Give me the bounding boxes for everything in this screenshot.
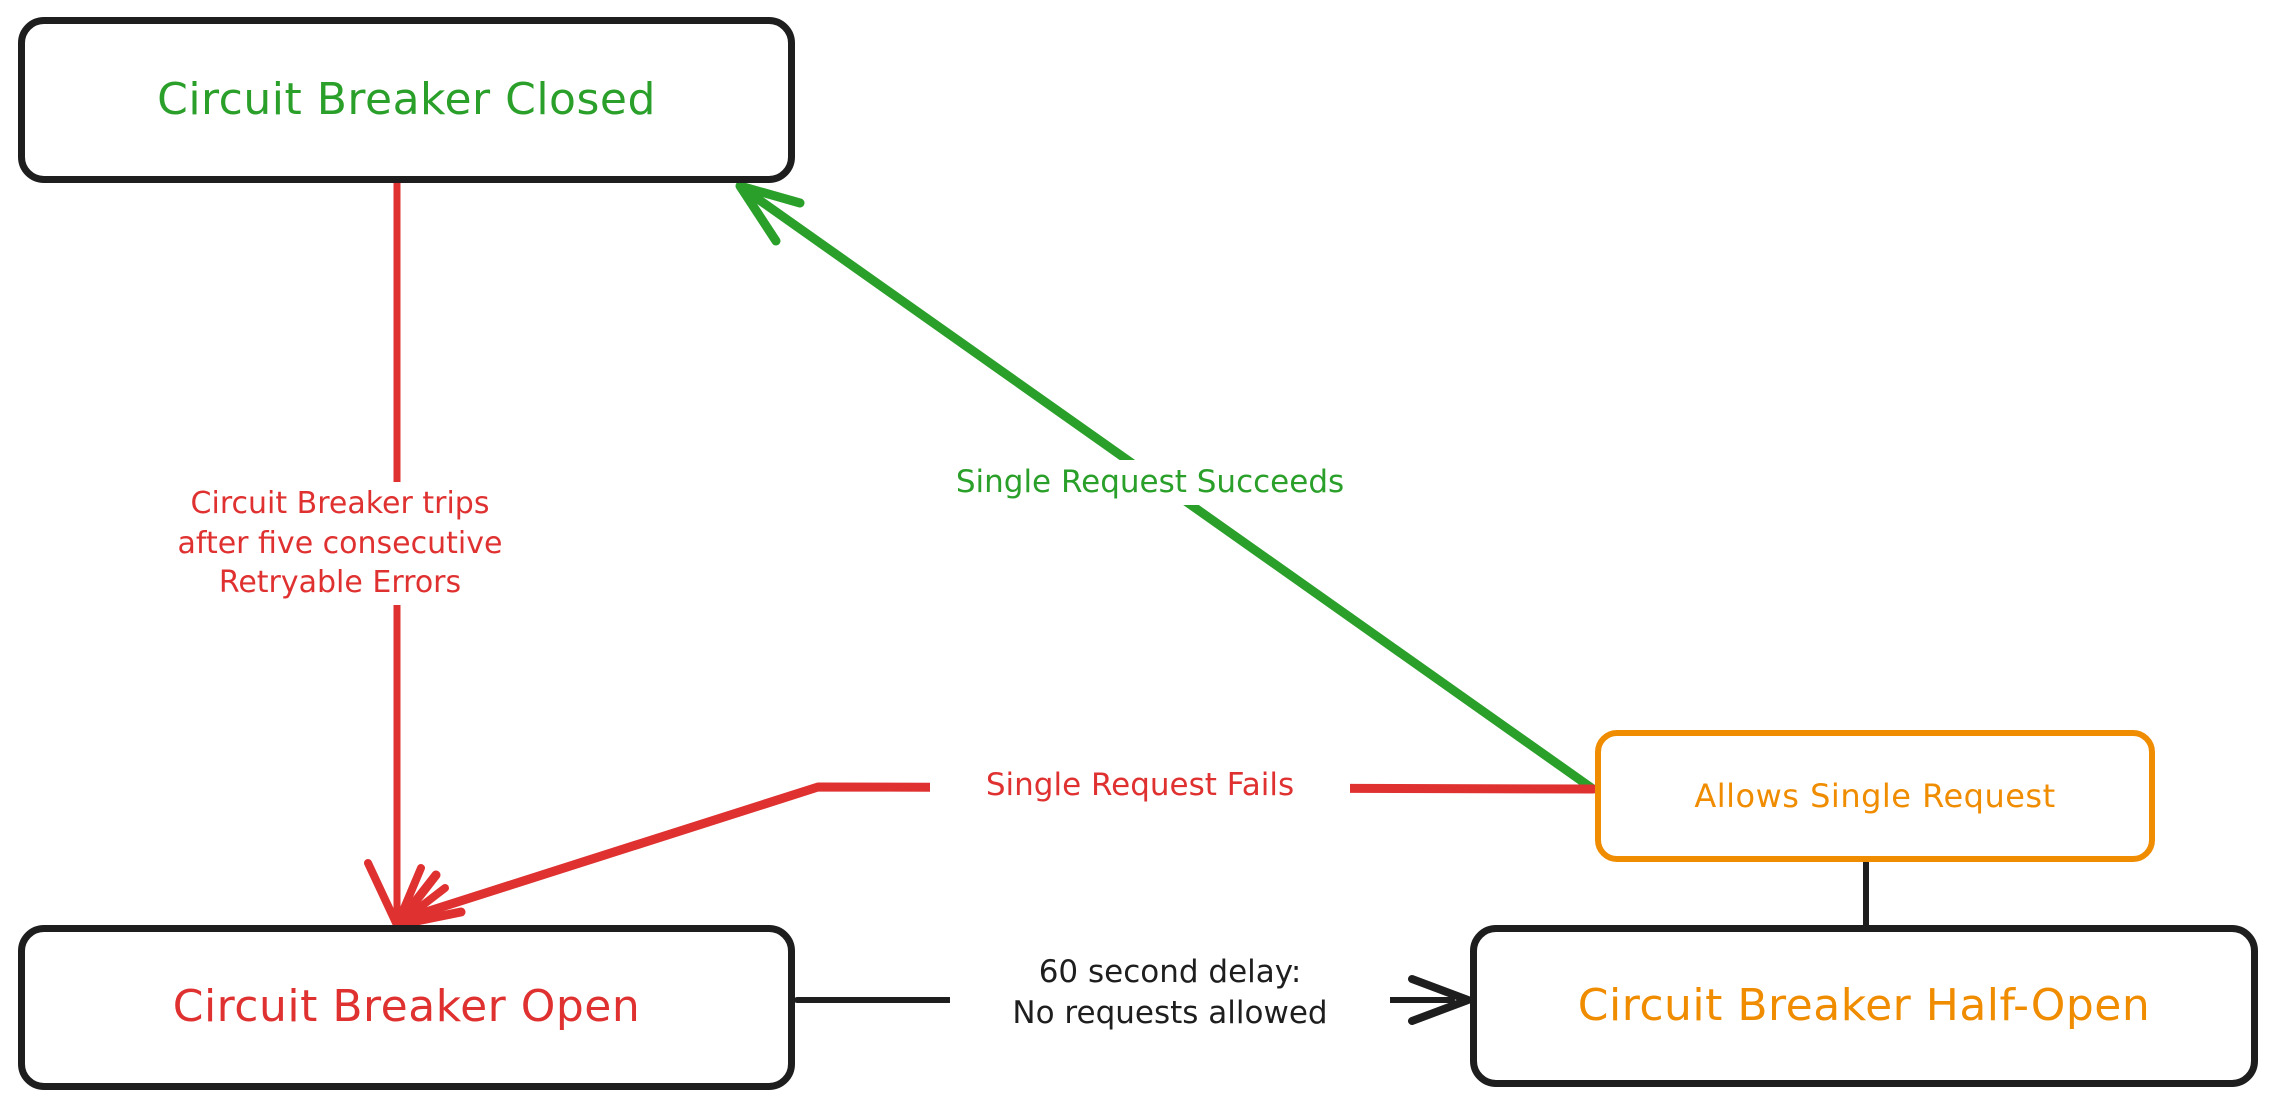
state-node-circuit-breaker-open[interactable]: Circuit Breaker Open — [18, 925, 795, 1090]
state-node-circuit-breaker-closed[interactable]: Circuit Breaker Closed — [18, 17, 795, 183]
edge-label-allows-to-open: Single Request Fails — [930, 763, 1350, 808]
edge-label-closed-to-open: Circuit Breaker trips after five consecu… — [130, 482, 550, 605]
node-label-half-open: Circuit Breaker Half-Open — [1577, 979, 2151, 1031]
node-label-allows-single-request: Allows Single Request — [1694, 776, 2056, 815]
state-node-allows-single-request[interactable]: Allows Single Request — [1595, 730, 2155, 862]
node-label-open: Circuit Breaker Open — [172, 981, 641, 1033]
state-node-circuit-breaker-half-open[interactable]: Circuit Breaker Half-Open — [1470, 925, 2258, 1087]
node-label-closed: Circuit Breaker Closed — [157, 73, 656, 125]
edge-label-open-to-halfopen: 60 second delay: No requests allowed — [950, 950, 1390, 1036]
edge-label-allows-to-closed: Single Request Succeeds — [890, 460, 1410, 505]
